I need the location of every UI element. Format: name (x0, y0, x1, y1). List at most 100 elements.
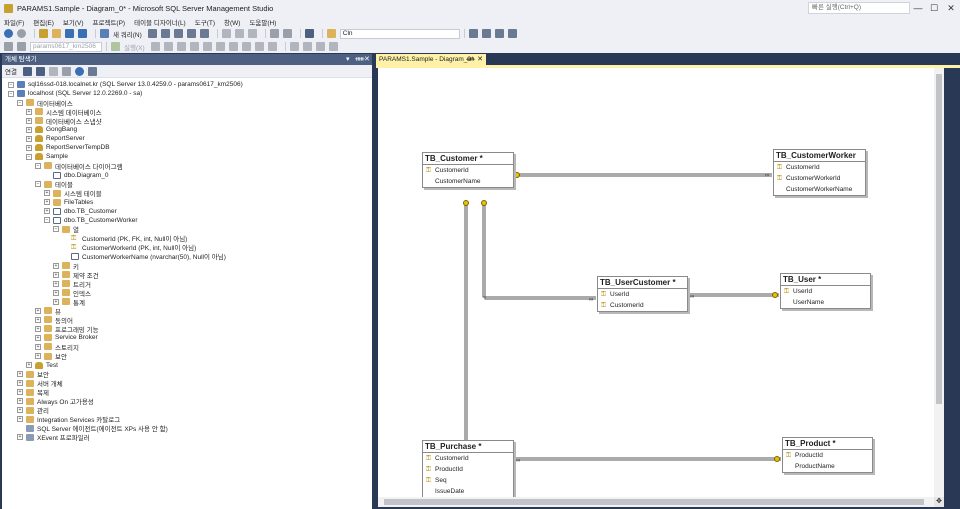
window-layout-icon[interactable] (494, 29, 504, 38)
expand-icon[interactable]: + (35, 307, 41, 314)
db-engine-query-icon[interactable] (147, 29, 157, 38)
tree-node[interactable]: +뷰 (35, 306, 61, 316)
expand-icon[interactable]: + (17, 371, 23, 378)
uncomment-icon[interactable] (302, 42, 312, 51)
expand-icon[interactable]: + (17, 416, 23, 423)
back-icon[interactable] (4, 29, 13, 38)
tree-node[interactable]: dbo.Diagram_0 (44, 171, 108, 180)
tree-node[interactable]: −sql16ssd-018.localnet.kr (SQL Server 13… (8, 80, 243, 89)
tree-node[interactable]: +dbo.TB_Customer (44, 207, 117, 216)
tree-node[interactable]: ⚿CustomerWorkerId (PK, int, Null이 아님) (62, 243, 196, 253)
tree-node[interactable]: +보안 (17, 370, 49, 379)
expand-icon[interactable]: + (26, 135, 32, 142)
tree-node[interactable]: +XEvent 프로파일러 (17, 433, 90, 442)
undo-icon[interactable] (269, 29, 279, 38)
tree-node[interactable]: +복제 (17, 388, 49, 397)
parse-icon[interactable] (176, 42, 186, 51)
results-grid-icon[interactable] (254, 42, 264, 51)
diagram-table-tb-usercustomer[interactable]: TB_UserCustomer *⚿UserId⚿CustomerId (597, 276, 688, 312)
collapse-icon[interactable]: − (44, 217, 50, 224)
diagram-table-title[interactable]: TB_Customer * (423, 153, 513, 165)
tree-node[interactable]: +ReportServer (26, 134, 85, 143)
tree-node[interactable]: −Sample (26, 152, 68, 161)
tree-node[interactable]: +데이터베이스 스냅샷 (26, 116, 102, 126)
tree-node[interactable]: −데이터베이스 다이어그램 (35, 161, 123, 171)
diagram-table-title[interactable]: TB_User * (781, 274, 870, 286)
search-combo[interactable]: Cln (339, 28, 460, 39)
collapse-icon[interactable]: − (8, 90, 14, 97)
tree-node[interactable]: +인덱스 (53, 288, 91, 298)
increase-indent-icon[interactable] (328, 42, 338, 51)
diagram-column-row[interactable]: UserName (781, 297, 870, 308)
solution-config-icon[interactable] (304, 29, 314, 38)
expand-icon[interactable]: + (44, 199, 50, 206)
debug-icon[interactable] (150, 42, 160, 51)
tree-node[interactable]: +프로그래밍 기능 (35, 324, 99, 334)
expand-icon[interactable]: + (17, 380, 23, 387)
expand-icon[interactable]: + (35, 334, 41, 341)
expand-icon[interactable]: + (26, 362, 32, 369)
diagram-table-title[interactable]: TB_CustomerWorker (774, 150, 865, 162)
tree-node[interactable]: +보안 (35, 352, 67, 361)
expand-icon[interactable]: + (26, 117, 32, 124)
expand-icon[interactable]: + (44, 190, 50, 197)
execute-icon[interactable] (111, 42, 120, 51)
available-databases-combo[interactable]: params0617_km2506 (30, 41, 102, 52)
expand-icon[interactable]: + (26, 126, 32, 133)
expand-icon[interactable]: + (26, 144, 32, 151)
properties-icon[interactable] (468, 29, 478, 38)
tab-close-icon[interactable]: ✕ (477, 56, 483, 63)
diagram-column-row[interactable]: ⚿UserId (781, 286, 870, 297)
collapse-icon[interactable]: − (35, 181, 41, 188)
diagram-column-row[interactable]: CustomerName (423, 176, 513, 187)
dmx-query-icon[interactable] (173, 29, 183, 38)
connect-button[interactable]: 연결 (5, 69, 17, 76)
diagram-column-row[interactable]: ProductName (783, 461, 872, 472)
diagram-canvas[interactable]: ∞ ∞ ∞ ∞ ∞ TB_Customer *⚿CustomerIdCustom… (378, 68, 934, 498)
collapse-icon[interactable]: − (8, 81, 14, 88)
tree-node[interactable]: −열 (53, 225, 79, 234)
mdx-query-icon[interactable] (160, 29, 170, 38)
tree-node[interactable]: +시스템 테이블 (44, 189, 102, 198)
menu-item-6[interactable]: 창(W) (224, 19, 241, 27)
cancel-query-icon[interactable] (163, 42, 173, 51)
diagram-table-title[interactable]: TB_Purchase * (423, 441, 513, 453)
display-plan-icon[interactable] (189, 42, 199, 51)
collapse-icon[interactable]: − (53, 226, 59, 233)
tree-node[interactable]: +서버 개체 (17, 379, 63, 388)
tab-pin-icon[interactable]: ᚔ (466, 56, 475, 63)
diagram-column-row[interactable]: IssueDate (423, 486, 513, 497)
collapse-icon[interactable]: − (17, 99, 23, 106)
tree-node[interactable]: −데이터베이스 (17, 98, 73, 108)
collapse-icon[interactable]: − (35, 162, 41, 169)
save-all-icon[interactable] (78, 29, 87, 38)
tree-node[interactable]: +동의어 (35, 315, 73, 325)
diagram-column-row[interactable]: ⚿ProductId (423, 464, 513, 475)
tree-node[interactable]: +통계 (53, 297, 85, 307)
tree-node[interactable]: +스토리지 (35, 342, 79, 352)
expand-icon[interactable]: + (17, 389, 23, 396)
tree-node[interactable]: −localhost (SQL Server 12.0.2269.0 - sa) (8, 89, 142, 98)
menu-item-1[interactable]: 편집(E) (33, 19, 54, 27)
diagram-table-title[interactable]: TB_UserCustomer * (598, 277, 687, 289)
client-stats-icon[interactable] (228, 42, 238, 51)
comment-icon[interactable] (289, 42, 299, 51)
close-icon[interactable]: ✕ (364, 56, 370, 63)
expand-icon[interactable]: + (53, 280, 59, 287)
redo-icon[interactable] (282, 29, 292, 38)
find-in-files-icon[interactable] (326, 29, 336, 38)
expand-icon[interactable]: + (35, 316, 41, 323)
customize-icon[interactable] (507, 29, 517, 38)
collapse-icon[interactable]: − (26, 153, 32, 160)
diagram-table-tb-customerworker[interactable]: TB_CustomerWorker⚿CustomerId⚿CustomerWor… (773, 149, 866, 196)
tab-diagram[interactable]: PARAMS1.Sample - Diagram_0* ᚔ ✕ (376, 54, 486, 65)
open-file-icon[interactable] (52, 29, 61, 38)
pin-icon[interactable]: ᚔ (355, 56, 365, 63)
menu-item-4[interactable]: 테이블 디자이너(L) (134, 19, 186, 27)
maximize-button[interactable]: ☐ (929, 3, 939, 13)
menu-item-7[interactable]: 도움말(H) (249, 19, 277, 27)
menu-item-5[interactable]: 도구(T) (194, 19, 215, 27)
